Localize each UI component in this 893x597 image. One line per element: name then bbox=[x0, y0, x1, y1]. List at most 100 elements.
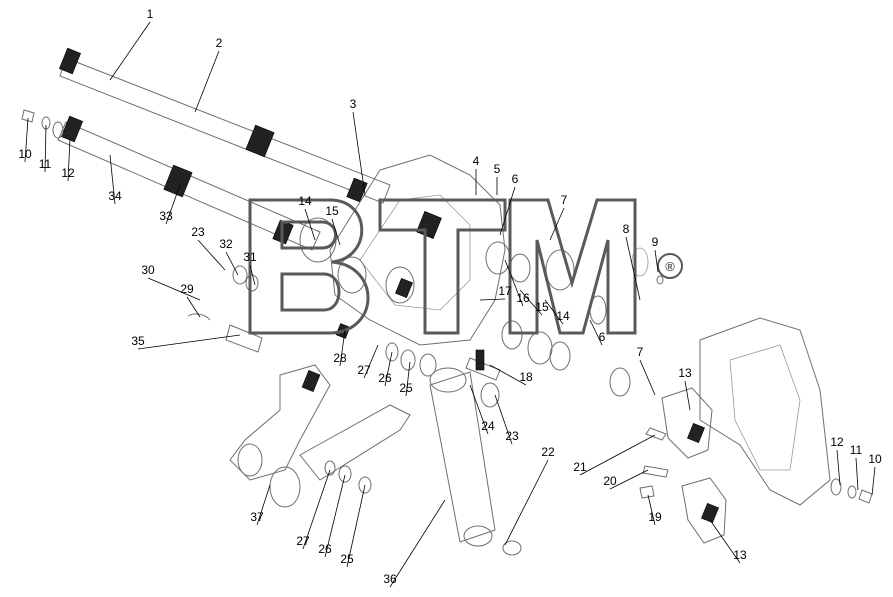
callout-c23a: 23 bbox=[191, 225, 205, 239]
watermark: ® bbox=[248, 198, 683, 335]
leader-line-c24 bbox=[469, 384, 489, 435]
callout-c27a: 27 bbox=[357, 363, 371, 377]
leader-line-c11b bbox=[855, 457, 859, 491]
callout-c15a: 15 bbox=[325, 204, 339, 218]
lift-arm bbox=[229, 364, 411, 508]
leader-line-c30 bbox=[147, 277, 201, 301]
callout-c7a: 7 bbox=[561, 193, 568, 207]
leader-line-c27a bbox=[363, 344, 379, 379]
callout-c20: 20 bbox=[603, 474, 617, 488]
callout-c12b: 12 bbox=[830, 435, 844, 449]
leader-line-c23a bbox=[197, 239, 226, 271]
watermark-letter-t bbox=[378, 198, 507, 335]
callout-c13a: 13 bbox=[678, 366, 692, 380]
leader-line-c7a bbox=[549, 207, 565, 241]
leader-line-c35 bbox=[137, 334, 241, 350]
right-brackets bbox=[639, 387, 727, 544]
callout-c15b: 15 bbox=[535, 300, 549, 314]
leader-line-c26a bbox=[384, 351, 393, 387]
callout-c28: 28 bbox=[333, 351, 347, 365]
leader-line-c29 bbox=[186, 296, 201, 318]
leader-line-c21 bbox=[579, 434, 656, 476]
leader-line-c1 bbox=[109, 21, 151, 81]
callout-c24: 24 bbox=[481, 419, 495, 433]
leader-line-c12a bbox=[67, 137, 71, 182]
callout-c25a: 25 bbox=[399, 381, 413, 395]
leader-lines bbox=[24, 21, 876, 588]
callout-c23b: 23 bbox=[505, 429, 519, 443]
leader-line-c16 bbox=[504, 259, 524, 307]
watermark-letter-b bbox=[248, 198, 370, 335]
leader-line-c12b bbox=[836, 449, 841, 486]
leader-line-c17 bbox=[479, 298, 506, 301]
callout-c26a: 26 bbox=[378, 371, 392, 385]
callout-c34: 34 bbox=[108, 189, 122, 203]
callout-c17: 17 bbox=[498, 284, 512, 298]
callout-c32: 32 bbox=[219, 237, 233, 251]
leader-line-c9 bbox=[654, 249, 659, 273]
leader-line-c6b bbox=[589, 319, 603, 346]
leader-line-c31 bbox=[249, 264, 256, 286]
leader-line-c2 bbox=[194, 50, 220, 113]
callout-c12a: 12 bbox=[61, 166, 75, 180]
left-end-hardware bbox=[21, 109, 64, 139]
differential-housing bbox=[299, 154, 506, 346]
callout-c19: 19 bbox=[648, 510, 662, 524]
callout-c3: 3 bbox=[350, 97, 357, 111]
leader-line-c13b bbox=[709, 519, 741, 564]
callout-c10a: 10 bbox=[18, 147, 32, 161]
callout-c29: 29 bbox=[180, 282, 194, 296]
callout-c8: 8 bbox=[623, 222, 630, 236]
leader-line-c19 bbox=[647, 494, 656, 526]
callout-c11b: 11 bbox=[850, 443, 863, 457]
leader-line-c15a bbox=[331, 218, 341, 246]
callout-c25b: 25 bbox=[340, 552, 354, 566]
leader-line-c20 bbox=[609, 469, 649, 490]
lift-cylinder bbox=[429, 367, 522, 556]
callout-c21: 21 bbox=[573, 460, 587, 474]
right-axle-housing bbox=[699, 317, 873, 506]
callout-c6a: 6 bbox=[512, 172, 519, 186]
lift-arm-washers bbox=[324, 460, 372, 494]
watermark-registered-ring bbox=[657, 253, 683, 279]
callout-c14b: 14 bbox=[556, 309, 570, 323]
leader-line-c18 bbox=[489, 364, 527, 386]
callout-c13b: 13 bbox=[733, 548, 747, 562]
leader-line-c10b bbox=[871, 466, 876, 496]
callout-c33: 33 bbox=[159, 209, 173, 223]
leader-line-c25a bbox=[405, 361, 411, 397]
leader-line-c15b bbox=[519, 289, 543, 316]
upper-axle-shaft bbox=[58, 47, 391, 204]
callout-c18: 18 bbox=[519, 370, 533, 384]
callout-c7b: 7 bbox=[637, 345, 644, 359]
leader-line-c14b bbox=[544, 299, 564, 325]
callout-c27b: 27 bbox=[296, 534, 310, 548]
leader-line-c26b bbox=[324, 474, 346, 558]
leader-line-c27b bbox=[302, 469, 331, 550]
callout-c9: 9 bbox=[652, 235, 659, 249]
callout-c14a: 14 bbox=[298, 194, 312, 208]
leader-line-c7b bbox=[639, 359, 656, 396]
callout-c22: 22 bbox=[541, 445, 555, 459]
leader-line-c13a bbox=[684, 380, 691, 411]
bearing-row-lower bbox=[385, 320, 631, 397]
leader-line-c25b bbox=[346, 484, 366, 568]
callout-c31: 31 bbox=[243, 250, 257, 264]
callout-c35: 35 bbox=[131, 334, 145, 348]
leader-line-c11a bbox=[44, 124, 47, 173]
callout-c11a: 11 bbox=[39, 157, 52, 171]
watermark-registered-mark: ® bbox=[665, 259, 675, 274]
callout-c26b: 26 bbox=[318, 542, 332, 556]
callout-c4: 4 bbox=[473, 154, 480, 168]
leader-line-c14a bbox=[304, 208, 316, 241]
leader-line-c32 bbox=[225, 251, 239, 276]
leader-line-c36 bbox=[389, 499, 446, 588]
leader-line-c3 bbox=[352, 111, 366, 196]
leader-line-c34 bbox=[109, 154, 116, 205]
leader-line-c33 bbox=[165, 184, 181, 225]
callout-c1: 1 bbox=[147, 7, 154, 21]
callout-c37: 37 bbox=[250, 510, 264, 524]
leader-line-c22 bbox=[504, 459, 549, 546]
